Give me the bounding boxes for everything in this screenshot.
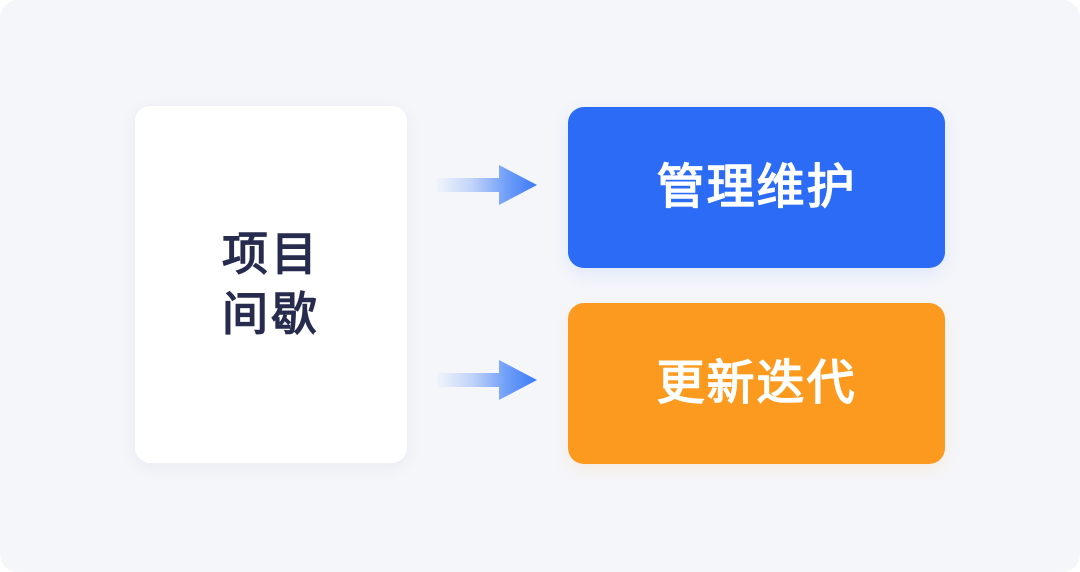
action-button-update[interactable]: 更新迭代 [568, 303, 945, 464]
arrow-right-icon-to-manage [437, 162, 537, 208]
source-card[interactable]: 项目 间歇 [135, 106, 407, 463]
source-card-line-2: 间歇 [222, 287, 320, 340]
arrow-right-icon-to-update [437, 357, 537, 403]
action-button-manage-label: 管理维护 [656, 160, 857, 214]
action-button-update-label: 更新迭代 [656, 356, 857, 410]
source-card-line-1: 项目 [222, 227, 320, 280]
action-button-manage[interactable]: 管理维护 [568, 107, 945, 268]
